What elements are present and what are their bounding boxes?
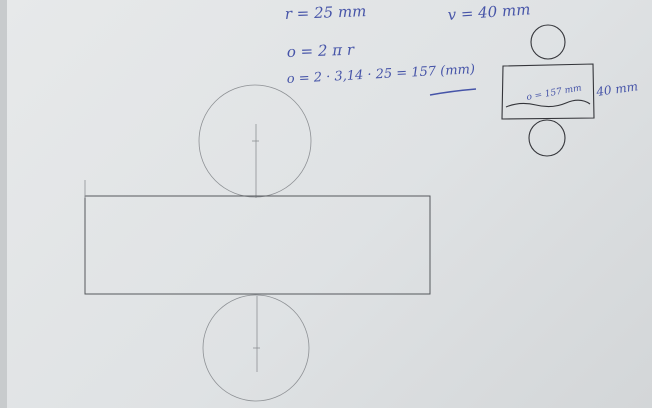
- small-underline-wave: [505, 99, 591, 108]
- formula-note: o = 2 π r: [287, 41, 356, 61]
- small-rectangle: [501, 63, 595, 120]
- large-net: [84, 84, 431, 402]
- height-note: v = 40 mm: [447, 0, 531, 24]
- small-net-sketch: [501, 24, 595, 157]
- small-top-circle: [530, 24, 566, 60]
- side-rectangle: [84, 195, 431, 295]
- rect-height-note: 40 mm: [594, 79, 638, 99]
- top-circle: [198, 84, 312, 198]
- bottom-circle: [202, 294, 310, 402]
- handwritten-notes: r = 25 mm v = 40 mm o = 2 π r o = 2 · 3,…: [285, 0, 639, 103]
- calculation-note: o = 2 · 3,14 · 25 = 157 (mm): [286, 62, 475, 87]
- result-underline: [429, 88, 477, 96]
- small-bottom-circle: [528, 119, 566, 157]
- radius-note: r = 25 mm: [285, 2, 367, 23]
- paper-sheet: [7, 0, 652, 408]
